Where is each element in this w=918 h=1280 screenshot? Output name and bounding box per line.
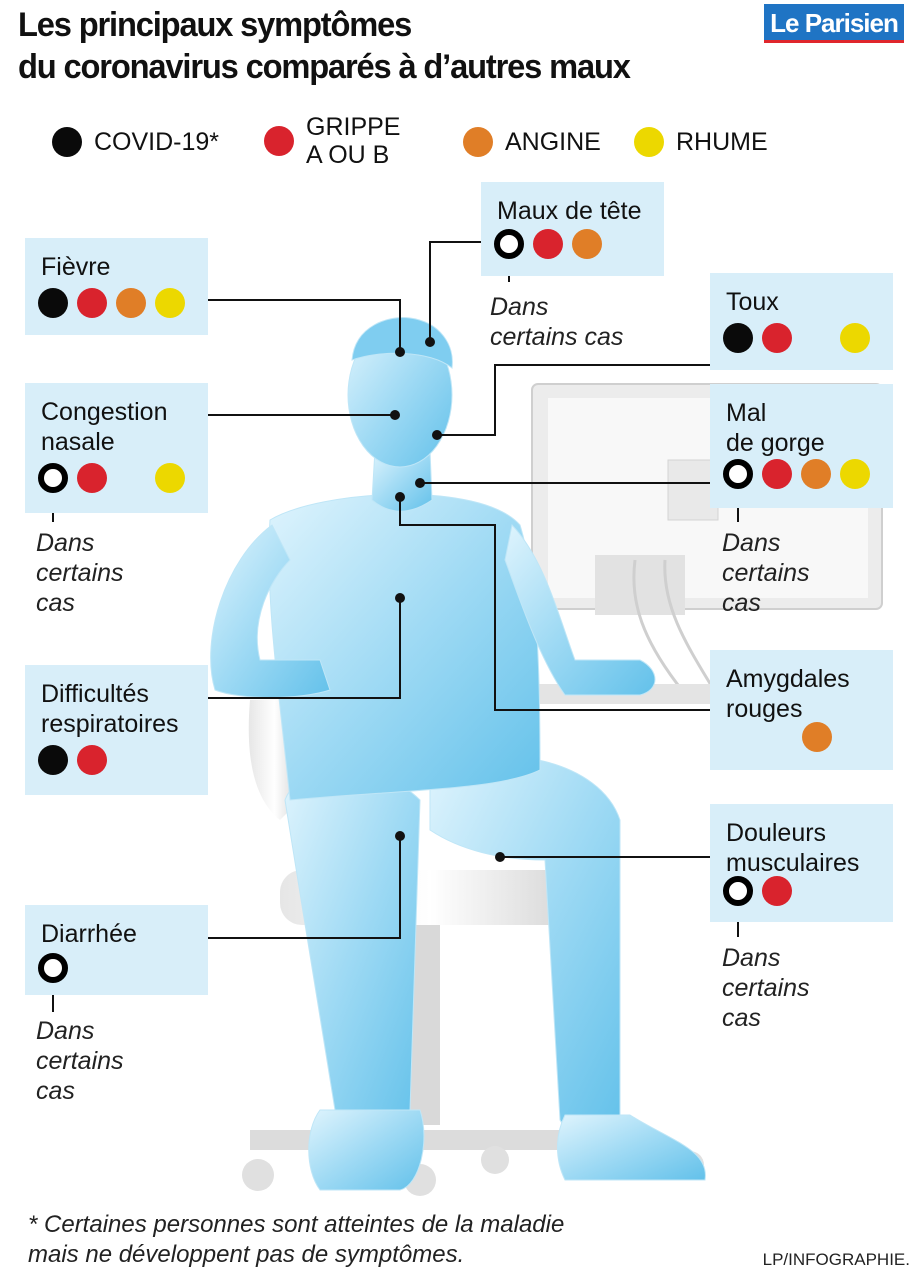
symptom-dots xyxy=(38,953,68,983)
note-douleurs-musculaires: Dans certains cas xyxy=(722,944,810,1032)
grippe-dot-icon xyxy=(77,745,107,775)
symptom-label: Toux xyxy=(726,288,779,316)
page-title: Les principaux symptômes du coronavirus … xyxy=(18,4,631,88)
note-mal-de-gorge: Dans certains cas xyxy=(722,529,810,617)
legend-grippe: GRIPPE A OU B xyxy=(264,113,400,169)
symptom-label: Maux de tête xyxy=(497,197,642,225)
rhume-dot-icon xyxy=(155,463,185,493)
symptom-dots xyxy=(494,229,602,259)
title-line-1: Les principaux symptômes xyxy=(18,6,412,44)
grippe-dot-icon xyxy=(77,463,107,493)
symptom-box-congestion-nasale: Congestion nasale xyxy=(25,383,208,513)
legend-label: ANGINE xyxy=(505,128,601,156)
symptom-dots xyxy=(723,876,792,906)
note-diarrhee: Dans certains cas xyxy=(36,1017,124,1105)
angine-dot-icon xyxy=(572,229,602,259)
footnote: * Certaines personnes sont atteintes de … xyxy=(28,1211,565,1268)
symptom-dots xyxy=(723,459,870,489)
grippe-dot-icon xyxy=(533,229,563,259)
covid-dot-icon xyxy=(38,288,68,318)
empty-slot xyxy=(801,323,831,353)
symptom-box-amygdales-rouges: Amygdales rouges xyxy=(710,650,893,770)
title-line-2: du coronavirus comparés à d’autres maux xyxy=(18,48,631,86)
covid-partial-ring-icon xyxy=(494,229,524,259)
angine-dot-icon xyxy=(463,127,493,157)
symptom-box-difficultes-respiratoires: Difficultés respiratoires xyxy=(25,665,208,795)
symptom-box-mal-de-gorge: Mal de gorge xyxy=(710,384,893,508)
symptom-label: Mal de gorge xyxy=(726,399,825,457)
symptom-box-fievre: Fièvre xyxy=(25,238,208,335)
covid-partial-ring-icon xyxy=(723,459,753,489)
logo-underline xyxy=(764,40,904,43)
anchor-dots xyxy=(390,337,505,862)
symptom-dots xyxy=(38,463,185,493)
grippe-dot-icon xyxy=(762,876,792,906)
note-congestion-nasale: Dans certains cas xyxy=(36,529,124,617)
symptom-label: Difficultés respiratoires xyxy=(41,680,179,738)
symptom-label: Douleurs musculaires xyxy=(726,819,860,877)
legend-label: GRIPPE A OU B xyxy=(306,113,401,169)
symptom-dots xyxy=(38,288,185,318)
empty-slot xyxy=(116,463,146,493)
symptom-label: Diarrhée xyxy=(41,920,137,948)
note-maux-de-tete: Dans certains cas xyxy=(490,293,624,351)
symptom-box-maux-de-tete: Maux de tête xyxy=(481,182,664,276)
rhume-dot-icon xyxy=(155,288,185,318)
legend-label: COVID-19* xyxy=(94,128,220,156)
grippe-dot-icon xyxy=(77,288,107,318)
covid-partial-ring-icon xyxy=(723,876,753,906)
symptom-dots xyxy=(723,323,870,353)
legend-label: RHUME xyxy=(676,128,768,156)
rhume-dot-icon xyxy=(634,127,664,157)
grippe-dot-icon xyxy=(762,323,792,353)
leader-lines xyxy=(52,241,739,1012)
rhume-dot-icon xyxy=(840,323,870,353)
symptom-dots xyxy=(38,745,107,775)
covid-partial-ring-icon xyxy=(38,953,68,983)
symptom-label: Fièvre xyxy=(41,253,111,281)
legend-rhume: RHUME xyxy=(634,127,768,157)
covid-dot-icon xyxy=(52,127,82,157)
covid-dot-icon xyxy=(38,745,68,775)
covid-partial-ring-icon xyxy=(38,463,68,493)
symptom-label: Amygdales rouges xyxy=(726,665,850,723)
symptom-label: Congestion nasale xyxy=(41,398,168,456)
grippe-dot-icon xyxy=(762,459,792,489)
le-parisien-logo: Le Parisien xyxy=(764,4,904,42)
legend-angine: ANGINE xyxy=(463,127,601,157)
angine-dot-icon xyxy=(802,722,832,752)
person-figure xyxy=(210,317,706,1191)
legend-covid: COVID-19* xyxy=(52,127,219,157)
angine-dot-icon xyxy=(801,459,831,489)
rhume-dot-icon xyxy=(840,459,870,489)
angine-dot-icon xyxy=(116,288,146,318)
credit: LP/INFOGRAPHIE. xyxy=(762,1250,910,1269)
symptom-box-diarrhee: Diarrhée xyxy=(25,905,208,995)
symptom-dots xyxy=(802,722,832,752)
covid-dot-icon xyxy=(723,323,753,353)
symptom-box-toux: Toux xyxy=(710,273,893,370)
symptom-box-douleurs-musculaires: Douleurs musculaires xyxy=(710,804,893,922)
grippe-dot-icon xyxy=(264,126,294,156)
